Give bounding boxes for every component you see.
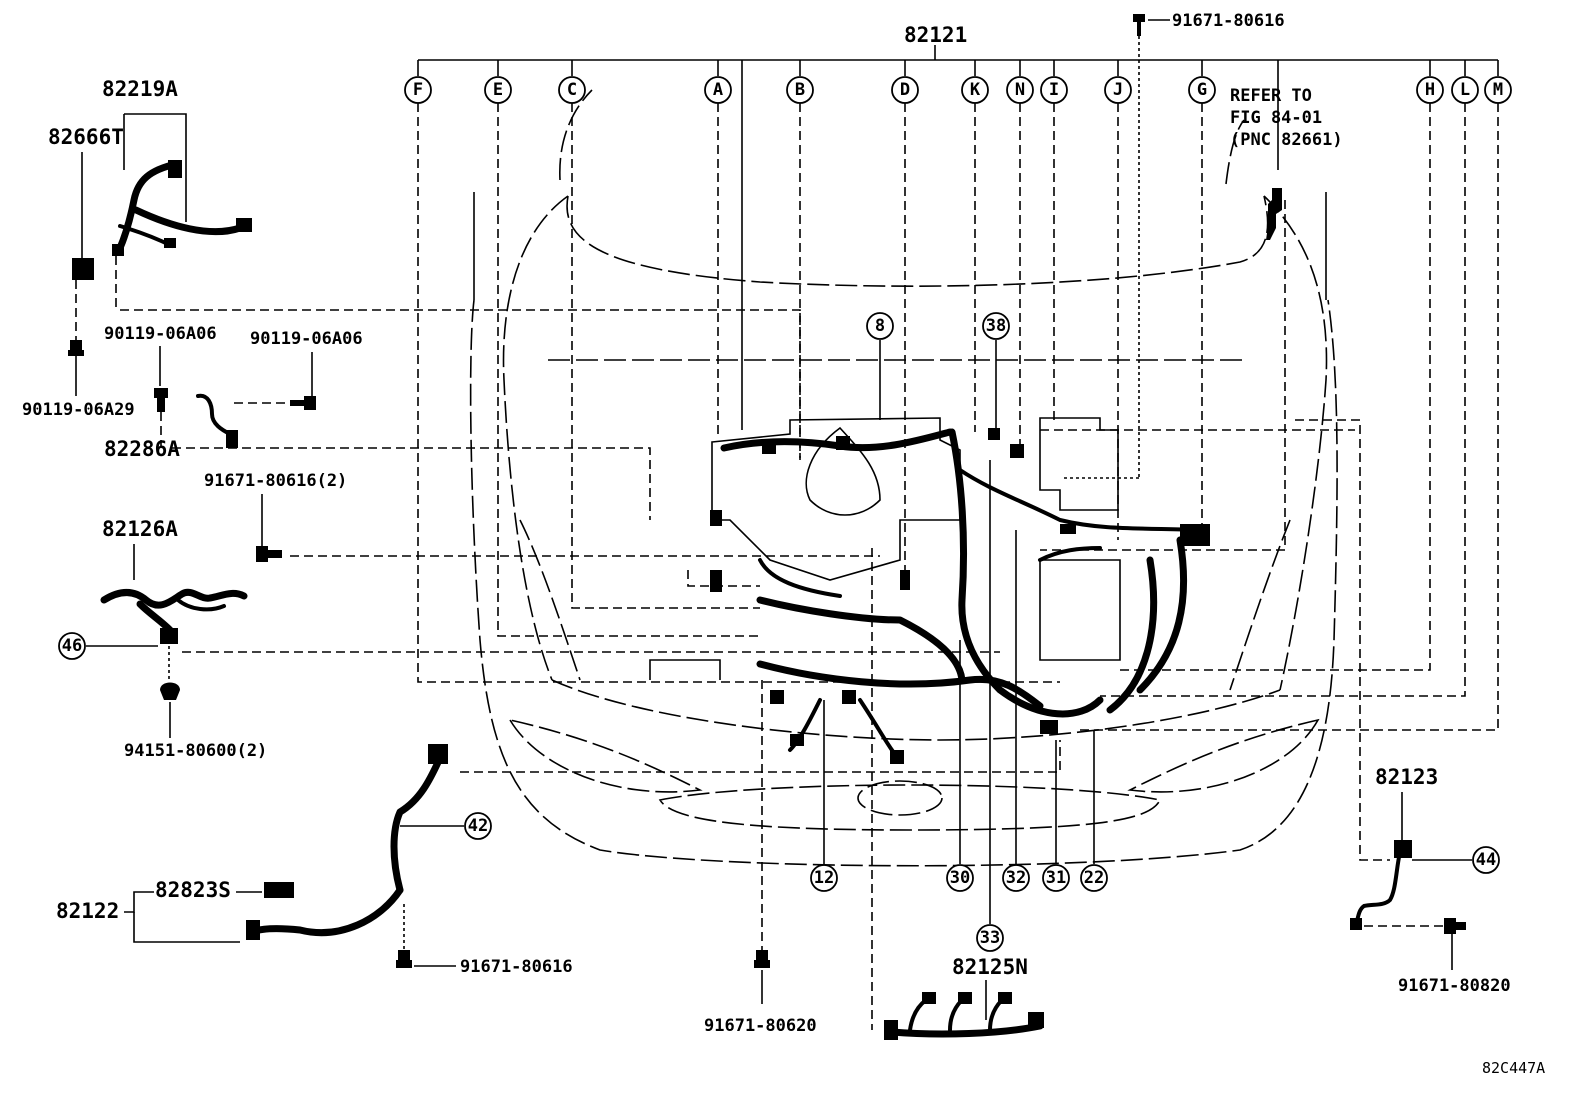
part-91671-80620-label: 91671-80620	[704, 1016, 817, 1036]
part-94151-80600-2-label: 94151-80600(2)	[124, 741, 267, 761]
svg-text:E: E	[493, 80, 503, 100]
svg-text:38: 38	[986, 316, 1006, 336]
figure-code: 82C447A	[1482, 1059, 1545, 1077]
connector-E: E	[484, 76, 512, 104]
harness-82122-icon	[246, 744, 456, 968]
svg-text:M: M	[1493, 80, 1503, 100]
svg-text:B: B	[795, 80, 805, 100]
svg-text:H: H	[1425, 80, 1435, 100]
svg-text:A: A	[713, 80, 723, 100]
connector-B: B	[786, 76, 814, 104]
svg-text:31: 31	[1046, 868, 1066, 888]
connector-H: H	[1416, 76, 1444, 104]
svg-text:8: 8	[875, 316, 885, 336]
callout-30: 30	[946, 640, 974, 892]
svg-text:(PNC 82661): (PNC 82661)	[1230, 130, 1343, 150]
harness-82219A-icon	[72, 160, 252, 340]
numbered-callouts: 8 38 46 42 44 12 30 32 31 22 33	[58, 312, 1500, 952]
svg-text:J: J	[1113, 80, 1123, 100]
svg-text:G: G	[1197, 80, 1207, 100]
top-bolt-label: 91671-80616	[1172, 11, 1285, 31]
callout-46: 46	[58, 632, 158, 660]
svg-text:42: 42	[468, 816, 488, 836]
top-bolt-icon	[1062, 14, 1170, 479]
part-82122-label: 82122	[56, 899, 119, 923]
part-82125N-label: 82125N	[952, 955, 1028, 979]
svg-text:N: N	[1015, 80, 1025, 100]
part-82666T-label: 82666T	[48, 125, 124, 149]
svg-text:C: C	[567, 80, 577, 100]
callout-22: 22	[1080, 730, 1108, 892]
part-82823S-label: 82823S	[155, 878, 231, 902]
callout-32: 32	[1002, 530, 1030, 892]
svg-text:33: 33	[980, 928, 1000, 948]
svg-text:REFER TO: REFER TO	[1230, 86, 1312, 106]
bolt-90119-06A29-icon	[68, 340, 84, 396]
svg-text:F: F	[413, 80, 423, 100]
svg-text:K: K	[970, 80, 981, 100]
part-82122-leader	[124, 891, 262, 943]
callout-8: 8	[866, 312, 894, 420]
connector-K: K	[961, 76, 989, 104]
callout-12: 12	[810, 700, 838, 892]
vehicle-body-outline	[469, 89, 1338, 867]
part-91671-80616-2-label: 91671-80616(2)	[204, 471, 347, 491]
svg-text:I: I	[1049, 80, 1059, 100]
callout-42: 42	[400, 812, 492, 840]
part-82286A-label: 82286A	[104, 437, 180, 461]
part-91671-80820-label: 91671-80820	[1398, 976, 1511, 996]
part-90119-06A06-label-b: 90119-06A06	[250, 329, 363, 349]
part-82219A-leader	[81, 113, 187, 258]
part-91671-80616-label: 91671-80616	[460, 957, 573, 977]
connector-J: J	[1104, 76, 1132, 104]
callout-31: 31	[1042, 740, 1070, 892]
bolt-91671-80620-icon	[754, 680, 770, 1004]
bolt-90119-06A06-a-icon	[154, 346, 168, 446]
part-90119-06A06-label-a: 90119-06A06	[104, 324, 217, 344]
connector-G: G	[1188, 76, 1216, 104]
connector-D: D	[891, 76, 919, 104]
harness-82123-icon	[1350, 792, 1466, 970]
callout-44: 44	[1412, 846, 1500, 874]
svg-text:32: 32	[1006, 868, 1026, 888]
connector-F: F	[404, 76, 432, 104]
bracket-part-icon	[1266, 188, 1282, 240]
svg-text:D: D	[900, 80, 910, 100]
callout-33: 33	[976, 460, 1004, 952]
svg-text:30: 30	[950, 868, 970, 888]
svg-text:FIG 84-01: FIG 84-01	[1230, 108, 1322, 128]
bolt-90119-06A06-b-icon	[234, 352, 316, 410]
harness-82126A-icon	[100, 544, 248, 644]
bolt-91671-80616-icon	[256, 494, 282, 562]
part-90119-06A29-label: 90119-06A29	[22, 400, 135, 420]
connector-I: I	[1040, 76, 1068, 104]
svg-text:46: 46	[62, 636, 82, 656]
refer-note: REFER TO FIG 84-01 (PNC 82661)	[1230, 86, 1343, 150]
connector-N: N	[1006, 76, 1034, 104]
callout-38: 38	[982, 312, 1010, 440]
svg-text:L: L	[1460, 80, 1470, 100]
connector-A: A	[704, 76, 732, 104]
main-assembly-bracket	[417, 45, 1499, 430]
part-82219A-label: 82219A	[102, 77, 178, 101]
harness-82125N-icon	[871, 548, 1044, 1040]
main-assembly-label: 82121	[904, 23, 967, 47]
connector-letter-callouts: F E C A B D K N I J G H L M	[404, 76, 1512, 104]
part-82126A-label: 82126A	[102, 517, 178, 541]
part-82123-label: 82123	[1375, 765, 1438, 789]
svg-text:22: 22	[1084, 868, 1104, 888]
svg-text:44: 44	[1476, 850, 1496, 870]
svg-text:12: 12	[814, 868, 834, 888]
engine-bay-harness	[649, 417, 1210, 764]
connector-L: L	[1451, 76, 1479, 104]
clip-94151-icon	[160, 646, 180, 738]
connector-M: M	[1484, 76, 1512, 104]
connector-C: C	[558, 76, 586, 104]
harness-82286A-icon	[196, 393, 238, 448]
